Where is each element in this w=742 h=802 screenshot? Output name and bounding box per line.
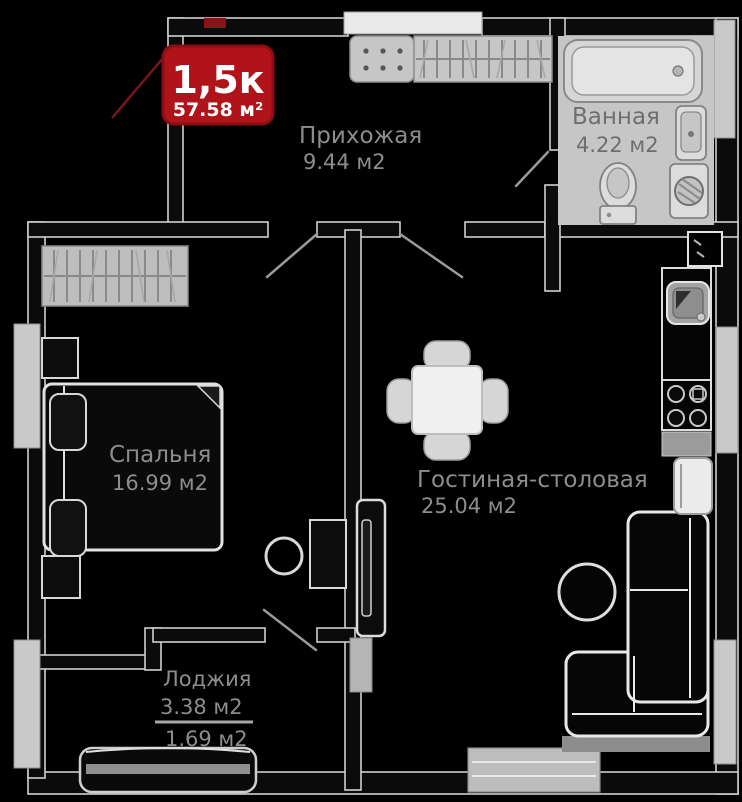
pouf-icon: [264, 536, 304, 576]
dresser-icon: [309, 519, 347, 589]
wall-top-right: [481, 17, 739, 37]
bathtub-icon: [563, 39, 703, 103]
bedroom-door-swing-icon: [265, 232, 319, 279]
window-bottom: [467, 747, 601, 793]
kitchen: [661, 231, 723, 515]
wall-bedroom-top: [27, 221, 269, 238]
pillow-icon: [49, 499, 87, 557]
wall-top-left: [167, 17, 349, 37]
toilet-icon: [599, 162, 637, 225]
apartment-badge: 1,5к 57.58 м²: [111, 18, 275, 126]
entry-marker: [204, 18, 226, 28]
loggia-area-coeff-label: 1.69 м2: [165, 727, 248, 751]
double-bed-icon: [42, 382, 224, 557]
living-area-label: 25.04 м2: [421, 494, 517, 518]
window-loggia-left: [13, 639, 41, 769]
pillow-icon: [49, 393, 87, 451]
bathroom-name-label: Ванная: [572, 104, 660, 130]
window-kitchen-right: [715, 326, 739, 454]
loggia-door-swing-icon: [262, 608, 318, 652]
loggia-label: Лоджия 3.38 м2 1.69 м2: [155, 667, 253, 751]
badge-rooms-label: 1,5к: [171, 58, 264, 102]
bedroom-area-label: 16.99 м2: [112, 471, 208, 495]
dining-table-icon: [411, 365, 483, 435]
fridge-icon: [673, 457, 713, 515]
wall-bedroom-bottom-high: [152, 627, 266, 643]
nightstand-icon: [41, 337, 79, 379]
chair-icon: [478, 378, 509, 424]
kitchen-sink-icon: [666, 281, 710, 325]
wall-living-top: [464, 221, 546, 238]
loggia: [78, 746, 258, 794]
badge-area-label: 57.58 м²: [173, 99, 264, 121]
sofa-icon: [562, 510, 710, 752]
shoe-cabinet-icon: [349, 35, 415, 83]
sofa-base-shadow: [562, 736, 710, 752]
vent-shaft-icon: [687, 231, 723, 267]
shoe-cabinet-knobs: [363, 48, 403, 71]
living-name-label: Гостиная-столовая: [417, 467, 648, 493]
bedroom-wardrobe-icon: [41, 245, 189, 307]
tv-unit-icon: [355, 498, 387, 638]
loggia-area-full-label: 3.38 м2: [160, 695, 243, 719]
living-door-swing-icon: [398, 232, 464, 279]
wall-bathroom-left-lower: [544, 184, 561, 292]
living-furniture: [355, 340, 710, 752]
windows: [13, 19, 739, 793]
wall-top-white-segment: [343, 11, 483, 35]
blanket-fold: [196, 385, 221, 410]
bathroom-door-swing-icon: [514, 150, 550, 188]
kitchen-counter-low: [661, 431, 712, 457]
badge-pointer-line: [111, 57, 164, 119]
hallway-name-label: Прихожая: [299, 123, 422, 149]
hallway-furniture: [349, 35, 553, 83]
balcony-door-icon: [349, 637, 373, 693]
sink-icon: [675, 105, 707, 161]
doors: [262, 150, 550, 652]
wall-loggia-door-stub: [316, 627, 356, 643]
washing-machine-icon: [669, 163, 709, 219]
hall-wardrobe-icon: [413, 35, 553, 83]
loggia-name-label: Лоджия: [163, 667, 251, 691]
room-labels: Прихожая 9.44 м2 Ванная 4.22 м2 Спальня …: [109, 104, 660, 751]
dining-set: [386, 340, 509, 461]
bathroom: [558, 36, 714, 225]
window-living-right: [713, 639, 737, 765]
bathroom-area-label: 4.22 м2: [576, 133, 659, 157]
bedroom-name-label: Спальня: [109, 442, 211, 468]
loggia-bench-icon: [78, 746, 258, 794]
badge-box: [161, 44, 275, 126]
wall-bedroom-bottom-low: [27, 654, 154, 670]
window-bedroom-left: [13, 323, 41, 449]
coffee-table-icon: [557, 562, 617, 622]
window-bathroom-right: [713, 19, 736, 139]
stove-icon: [661, 379, 712, 431]
bedroom-furniture: [41, 245, 347, 599]
nightstand-icon: [41, 555, 81, 599]
chair-icon: [423, 430, 471, 461]
hallway-area-label: 9.44 м2: [303, 150, 386, 174]
